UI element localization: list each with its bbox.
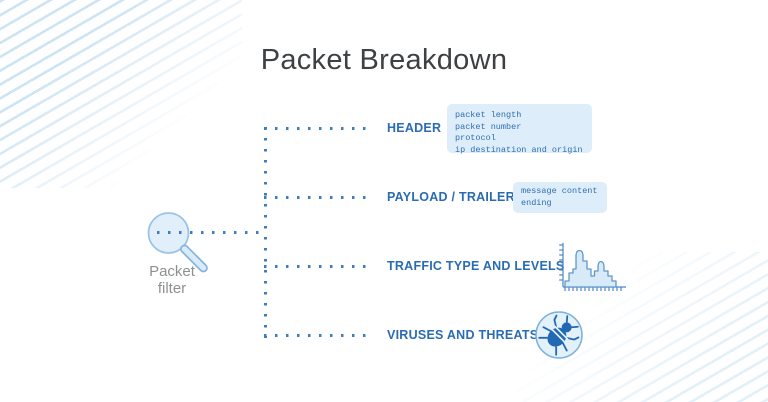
connector-branch-traffic bbox=[264, 265, 370, 268]
branch-label-traffic-type-levels: TRAFFIC TYPE AND LEVELS bbox=[387, 259, 565, 273]
page-title: Packet Breakdown bbox=[260, 44, 508, 76]
payload-details-box: message content ending bbox=[513, 182, 607, 213]
header-details-box: packet length packet number protocol ip … bbox=[447, 104, 592, 155]
connector-spine bbox=[264, 127, 267, 338]
branch-label-payload-trailer: PAYLOAD / TRAILER bbox=[387, 190, 515, 204]
connector-filter-to-spine bbox=[157, 231, 266, 234]
connector-branch-viruses bbox=[264, 334, 370, 337]
branch-label-viruses-threats: VIRUSES AND THREATS bbox=[387, 328, 539, 342]
traffic-levels-chart-icon bbox=[559, 243, 626, 291]
connector-branch-payload bbox=[264, 196, 370, 199]
branch-label-header: HEADER bbox=[387, 121, 442, 135]
connector-branch-header bbox=[264, 127, 370, 130]
packet-filter-caption: Packet filter bbox=[149, 263, 195, 297]
diagonal-stripes-top-left bbox=[0, 0, 242, 188]
bug-icon bbox=[535, 311, 583, 359]
